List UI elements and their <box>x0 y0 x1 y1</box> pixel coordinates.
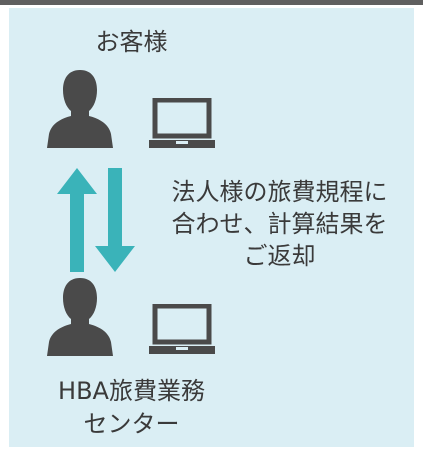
person-icon <box>47 278 113 356</box>
process-message: 法人様の旅費規程に 合わせ、計算結果を ご返却 <box>137 176 422 272</box>
laptop-icon <box>149 98 215 148</box>
arrow-down-icon <box>95 168 135 272</box>
message-line-1: 法人様の旅費規程に <box>171 178 388 206</box>
message-line-2: 合わせ、計算結果を <box>171 210 388 238</box>
top-border <box>0 0 423 5</box>
center-label-line-1: HBA旅費業務 <box>58 377 205 405</box>
center-label-line-2: センター <box>83 410 180 438</box>
laptop-icon <box>149 304 215 354</box>
customer-label: お客様 <box>95 28 168 56</box>
message-line-3: ご返却 <box>243 242 316 270</box>
arrow-up-icon <box>57 168 97 272</box>
diagram-panel: お客様 法人様の旅費規程に 合わせ、計算結果を ご返却 HBA旅費業務 センター <box>9 8 414 447</box>
person-icon <box>47 70 113 148</box>
